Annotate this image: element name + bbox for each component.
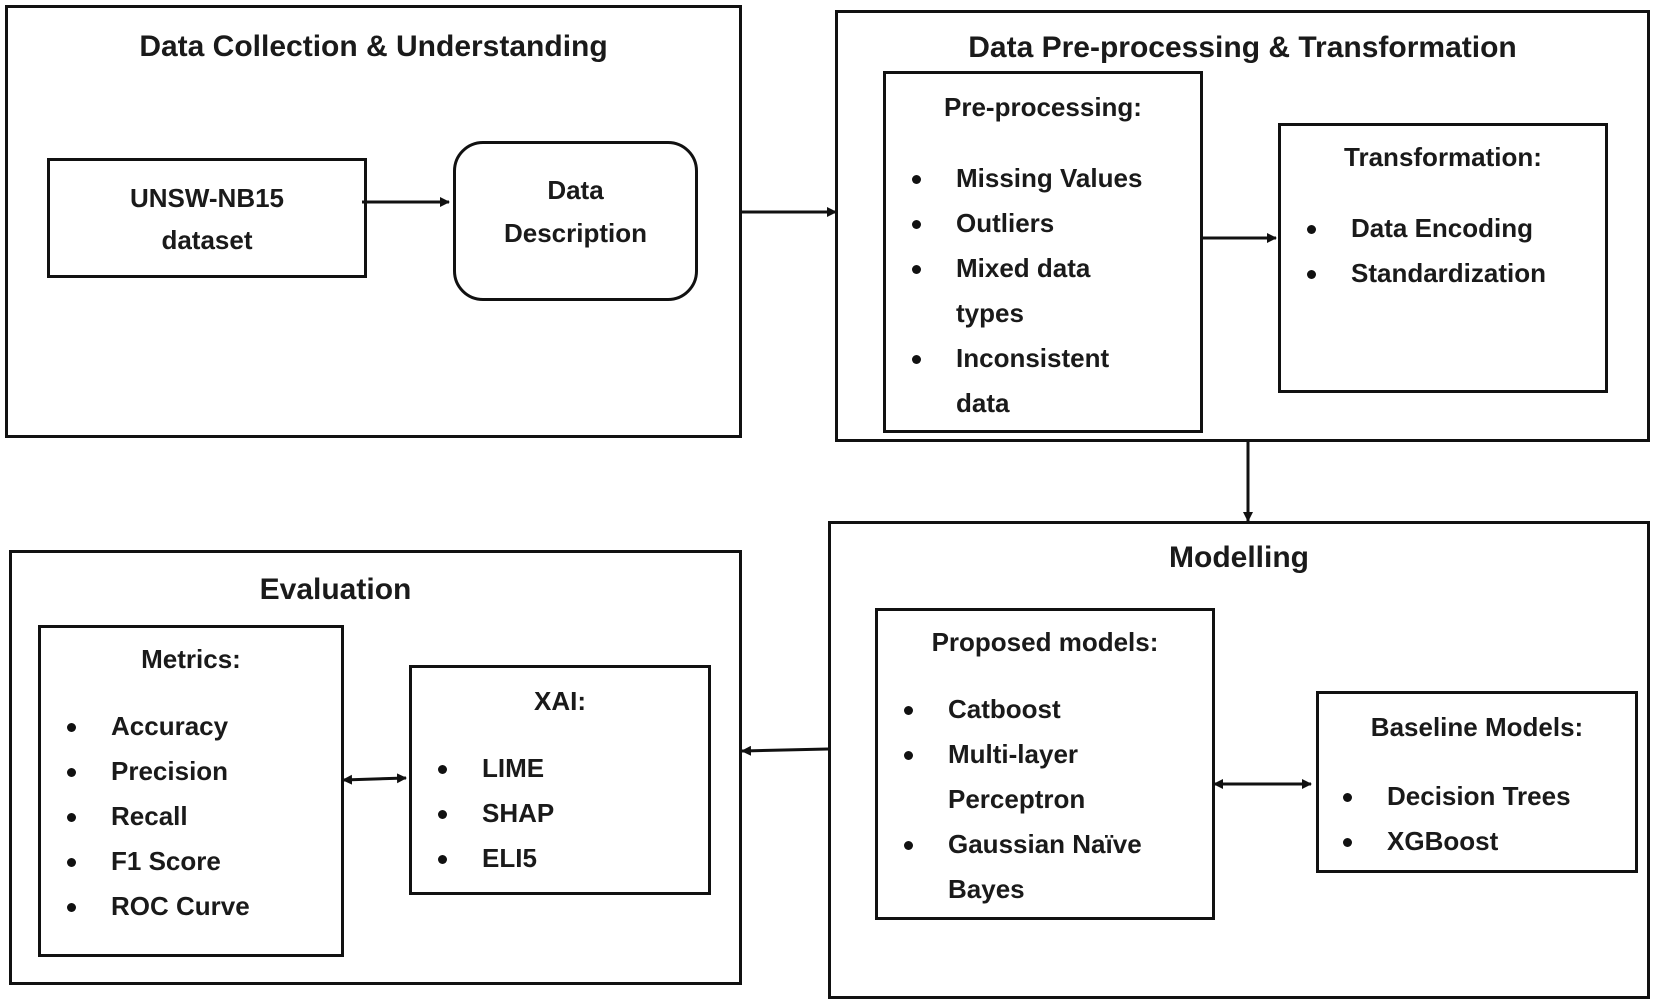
list-item: Accuracy <box>61 704 250 749</box>
proposed-models-box: Proposed models: Catboost Multi-layer Pe… <box>875 608 1215 920</box>
dataset-label-line2: dataset <box>161 225 253 255</box>
preprocessing-box-title: Pre-processing: <box>944 92 1142 122</box>
list-item-continuation: data <box>956 388 1010 418</box>
list-item: Missing Values <box>906 156 1142 201</box>
evaluation-title: Evaluation <box>259 573 412 606</box>
proposed-models-title: Proposed models: <box>931 627 1159 657</box>
proposed-models-list: Catboost Multi-layer Perceptron Gaussian… <box>898 687 1142 912</box>
list-item: Gaussian Naïve <box>898 822 1142 867</box>
transformation-list: Data Encoding Standardization <box>1301 206 1546 296</box>
xai-box-title: XAI: <box>534 686 586 716</box>
list-item: LIME <box>432 746 554 791</box>
list-item: Decision Trees <box>1337 774 1571 819</box>
list-item: Catboost <box>898 687 1142 732</box>
list-item: ROC Curve <box>61 884 250 929</box>
transformation-box: Transformation: Data Encoding Standardiz… <box>1278 123 1608 393</box>
arrow-modelling-to-evaluation <box>741 745 829 756</box>
list-item: XGBoost <box>1337 819 1571 864</box>
list-item-continuation: types <box>956 298 1024 328</box>
list-item: ELI5 <box>432 836 554 881</box>
data-collection-panel: Data Collection & Understanding UNSW-NB1… <box>5 5 742 438</box>
list-item-continuation: Perceptron <box>948 784 1086 814</box>
preprocessing-list: Missing Values Outliers Mixed data types… <box>906 156 1142 426</box>
list-item: Inconsistent <box>906 336 1142 381</box>
metrics-box: Metrics: Accuracy Precision Recall F1 Sc… <box>38 625 344 957</box>
list-item: Data Encoding <box>1301 206 1546 251</box>
list-item: SHAP <box>432 791 554 836</box>
dataset-label-line1: UNSW-NB15 <box>129 183 285 213</box>
evaluation-panel: Evaluation Metrics: Accuracy Precision R… <box>9 550 742 985</box>
list-item: Outliers <box>906 201 1142 246</box>
data-description-box: Data Description <box>453 141 698 301</box>
modelling-title: Modelling <box>1169 541 1309 574</box>
baseline-models-box: Baseline Models: Decision Trees XGBoost <box>1316 691 1638 873</box>
list-item: Standardization <box>1301 251 1546 296</box>
transformation-box-title: Transformation: <box>1344 142 1542 172</box>
list-item: Multi-layer <box>898 732 1142 777</box>
list-item: Precision <box>61 749 250 794</box>
list-item-continuation: Bayes <box>948 874 1025 904</box>
xai-list: LIME SHAP ELI5 <box>432 746 554 881</box>
preprocessing-title: Data Pre-processing & Transformation <box>968 31 1517 64</box>
metrics-list: Accuracy Precision Recall F1 Score ROC C… <box>61 704 250 929</box>
preprocessing-panel: Data Pre-processing & Transformation Pre… <box>835 10 1650 442</box>
list-item: Mixed data <box>906 246 1142 291</box>
data-description-line1: Data <box>547 175 604 205</box>
list-item: F1 Score <box>61 839 250 884</box>
metrics-box-title: Metrics: <box>141 644 241 674</box>
dataset-box: UNSW-NB15 dataset <box>47 158 367 278</box>
list-item: Recall <box>61 794 250 839</box>
modelling-panel: Modelling Proposed models: Catboost Mult… <box>828 521 1650 999</box>
data-collection-title: Data Collection & Understanding <box>139 30 608 63</box>
arrow-metrics-xai <box>342 773 407 785</box>
baseline-models-list: Decision Trees XGBoost <box>1337 774 1571 864</box>
baseline-models-title: Baseline Models: <box>1370 712 1584 742</box>
xai-box: XAI: LIME SHAP ELI5 <box>409 665 711 895</box>
preprocessing-box: Pre-processing: Missing Values Outliers … <box>883 71 1203 433</box>
data-description-line2: Description <box>503 218 648 248</box>
